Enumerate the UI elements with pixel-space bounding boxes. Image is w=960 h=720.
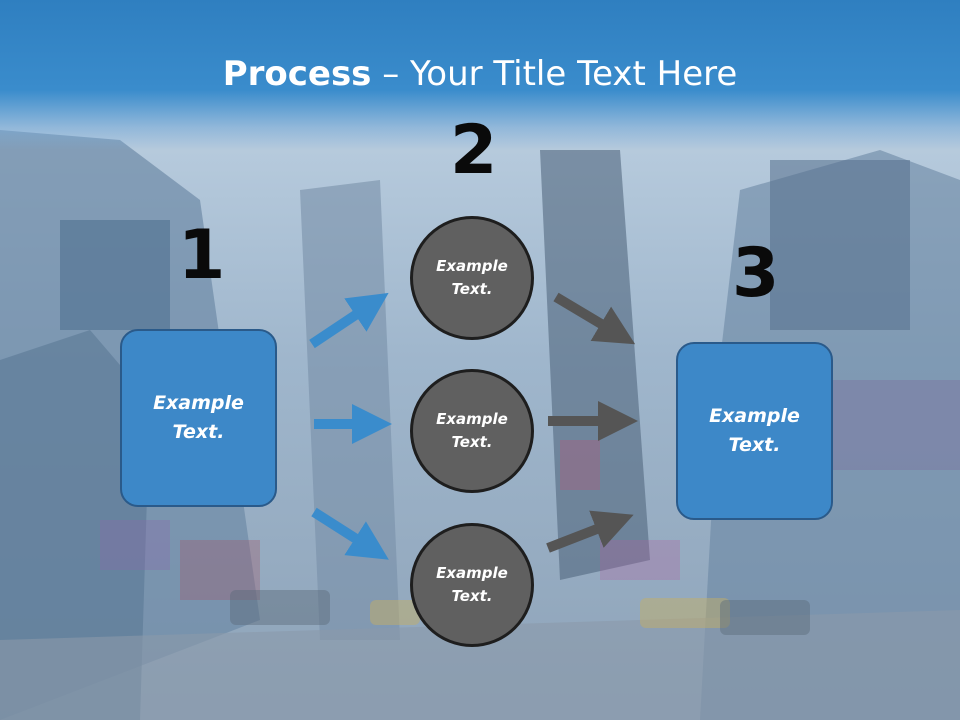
title-bold: Process [222, 54, 372, 94]
circle-1: Example Text. [410, 216, 534, 340]
circle-2-text: Example Text. [436, 410, 508, 451]
slide-title: Process – Your Title Text Here [0, 54, 960, 94]
step-number-3: 3 [732, 234, 780, 313]
circle-1-text: Example Text. [436, 257, 508, 298]
title-bar [0, 0, 960, 150]
title-rest: – Your Title Text Here [371, 54, 738, 94]
left-box: Example Text. [120, 329, 277, 507]
circle-2: Example Text. [410, 369, 534, 493]
right-box-text: Example Text. [709, 405, 800, 456]
circle-3-text: Example Text. [436, 564, 508, 605]
step-number-1: 1 [178, 216, 226, 295]
right-box: Example Text. [676, 342, 833, 520]
left-box-text: Example Text. [153, 392, 244, 443]
circle-3: Example Text. [410, 523, 534, 647]
step-number-2: 2 [450, 111, 498, 190]
